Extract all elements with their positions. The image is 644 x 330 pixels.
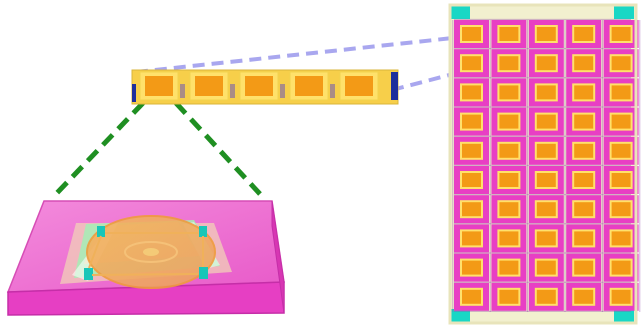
array-cell	[574, 173, 594, 187]
array-cell	[536, 143, 556, 158]
cell-strip	[131, 69, 399, 105]
array-cell	[611, 56, 631, 71]
array-cell	[536, 231, 556, 246]
array-cell	[611, 173, 631, 187]
left-green-zoom-line	[54, 101, 145, 196]
strip-separator	[330, 84, 335, 98]
array-cell	[574, 289, 594, 304]
array-cell	[536, 202, 556, 217]
array-cell	[536, 56, 556, 71]
array-cell	[499, 56, 519, 71]
array-cell	[462, 27, 481, 41]
array-cell	[499, 260, 519, 275]
array-cell	[611, 143, 631, 158]
array-cell	[499, 85, 519, 100]
corner-pad-bottom-left	[84, 268, 93, 280]
array-cell	[611, 231, 631, 246]
array-cell	[462, 289, 481, 304]
array-cell	[574, 260, 594, 275]
strip-cell	[195, 76, 223, 96]
array-corner-bottom-left	[450, 309, 470, 323]
strip-separator	[230, 84, 235, 98]
array-cell	[462, 114, 481, 129]
array-corner-top-right	[614, 5, 634, 19]
array-cell	[574, 231, 594, 246]
array-cell	[462, 143, 481, 158]
array-cell	[462, 202, 481, 217]
strip-left-end	[132, 84, 136, 102]
corner-pad-top-right	[199, 226, 207, 237]
array-corner-top-left	[450, 5, 470, 19]
array-cell	[574, 114, 594, 129]
corner-pad-top-left	[97, 226, 105, 237]
array-cell	[611, 114, 631, 129]
array-cell	[574, 85, 594, 100]
device-trace-bottom	[91, 273, 199, 276]
array-cell	[462, 231, 481, 246]
substrate-side-face	[271, 200, 285, 314]
array-cell	[499, 114, 519, 129]
strip-cell	[345, 76, 373, 96]
strip-cell	[295, 76, 323, 96]
strip-cell	[145, 76, 173, 96]
array-cell	[536, 260, 556, 275]
device-center-node	[143, 248, 159, 256]
array-cell	[462, 173, 481, 187]
array-cell	[536, 27, 556, 41]
cell-array	[448, 3, 641, 325]
array-cell	[499, 173, 519, 187]
array-cell	[536, 289, 556, 304]
array-cell	[536, 85, 556, 100]
array-cell	[499, 202, 519, 217]
strip-cell	[245, 76, 273, 96]
array-cell	[611, 289, 631, 304]
array-cell	[536, 114, 556, 129]
substrate-with-device	[6, 200, 285, 316]
array-cell	[574, 27, 594, 41]
strip-separator	[280, 84, 285, 98]
array-cell	[611, 202, 631, 217]
array-cell	[574, 143, 594, 158]
array-outline	[448, 3, 638, 325]
device-inner-ring	[124, 241, 178, 263]
array-cell	[499, 289, 519, 304]
strip-right-end	[391, 72, 398, 100]
array-cell	[499, 143, 519, 158]
array-corner-bottom-right	[614, 309, 634, 323]
array-cell	[462, 85, 481, 100]
array-cell	[462, 260, 481, 275]
array-cell	[611, 27, 631, 41]
array-cell	[536, 173, 556, 187]
array-cell	[574, 202, 594, 217]
array-cell	[611, 85, 631, 100]
array-cell	[611, 260, 631, 275]
corner-pad-bottom-right	[199, 267, 208, 279]
strip-separator	[180, 84, 185, 98]
array-cell	[462, 56, 481, 71]
right-green-zoom-line	[174, 101, 262, 196]
array-cell	[499, 27, 519, 41]
device-trace-left	[88, 235, 102, 269]
array-cell	[499, 231, 519, 246]
array-cell	[574, 56, 594, 71]
